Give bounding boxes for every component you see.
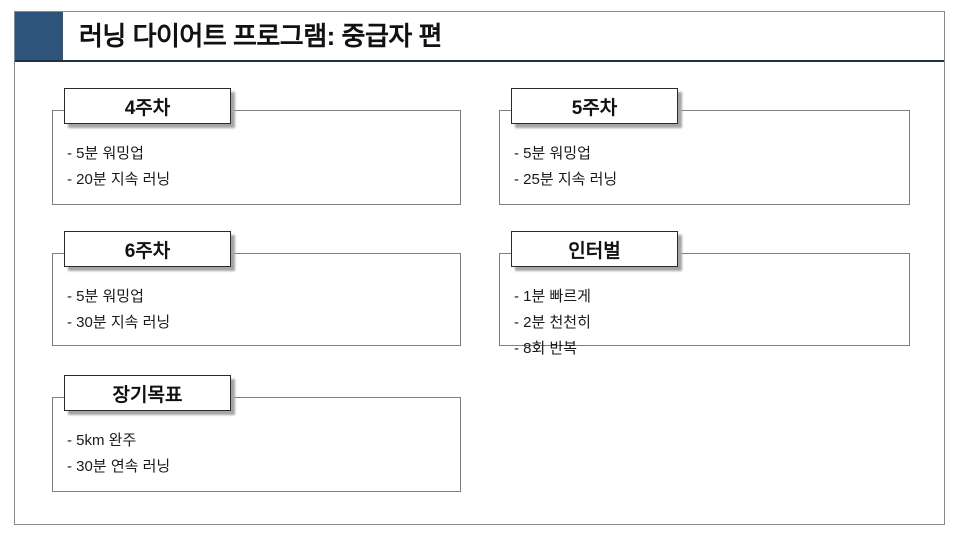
card-week-6-body: - 5분 워밍업 - 30분 지속 러닝 <box>67 284 170 336</box>
card-long-term-goal: 장기목표 - 5km 완주 - 30분 연속 러닝 <box>52 375 461 492</box>
card-week-6-header: 6주차 <box>64 231 231 267</box>
card-long-term-goal-header: 장기목표 <box>64 375 231 411</box>
title-bar: 러닝 다이어트 프로그램: 중급자 편 <box>15 12 944 62</box>
card-week-5-body: - 5분 워밍업 - 25분 지속 러닝 <box>514 141 617 193</box>
card-week-6-title: 6주차 <box>124 240 171 262</box>
card-week-4-header: 4주차 <box>64 88 231 124</box>
slide-title: 러닝 다이어트 프로그램: 중급자 편 <box>79 21 442 51</box>
card-week-6: 6주차 - 5분 워밍업 - 30분 지속 러닝 <box>52 231 461 346</box>
card-interval-title: 인터벌 <box>568 240 621 262</box>
card-interval-body: - 1분 빠르게 - 2분 천천히 - 8회 반복 <box>514 284 591 362</box>
card-week-5-header: 5주차 <box>511 88 678 124</box>
title-accent-square <box>15 12 63 60</box>
card-item: - 20분 지속 러닝 <box>67 171 171 188</box>
card-item: - 2분 천천히 <box>514 314 591 331</box>
card-item: - 1분 빠르게 <box>514 288 591 305</box>
card-item: - 5분 워밍업 <box>67 145 144 162</box>
card-item: - 30분 연속 러닝 <box>67 458 171 475</box>
card-item: - 25분 지속 러닝 <box>514 171 618 188</box>
card-item: - 5분 워밍업 <box>67 288 144 305</box>
card-week-5: 5주차 - 5분 워밍업 - 25분 지속 러닝 <box>499 88 910 205</box>
card-interval: 인터벌 - 1분 빠르게 - 2분 천천히 - 8회 반복 <box>499 231 910 357</box>
card-long-term-goal-title: 장기목표 <box>112 384 183 406</box>
card-week-4: 4주차 - 5분 워밍업 - 20분 지속 러닝 <box>52 88 461 205</box>
card-interval-header: 인터벌 <box>511 231 678 267</box>
card-item: - 5분 워밍업 <box>514 145 591 162</box>
card-item: - 8회 반복 <box>514 340 578 357</box>
card-week-4-title: 4주차 <box>124 97 171 119</box>
card-item: - 5km 완주 <box>67 432 137 449</box>
card-week-4-body: - 5분 워밍업 - 20분 지속 러닝 <box>67 141 170 193</box>
card-item: - 30분 지속 러닝 <box>67 314 171 331</box>
card-long-term-goal-body: - 5km 완주 - 30분 연속 러닝 <box>67 428 170 480</box>
card-week-5-title: 5주차 <box>571 97 618 119</box>
